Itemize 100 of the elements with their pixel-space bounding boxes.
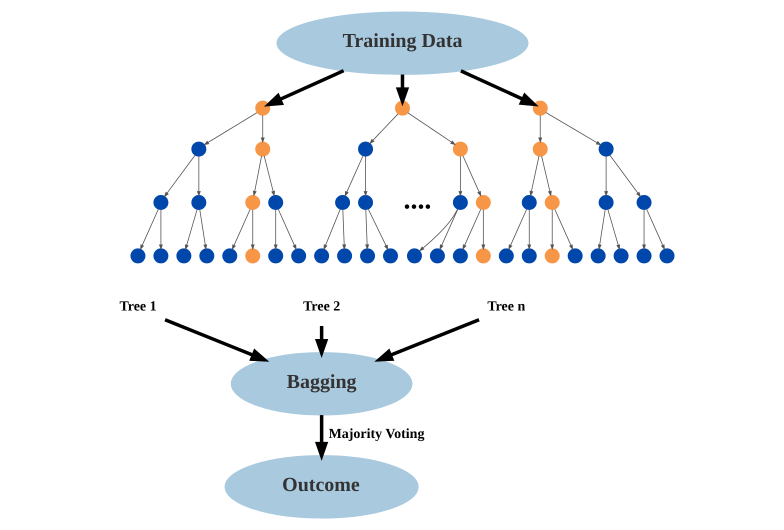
arrow <box>462 209 481 250</box>
arrow <box>277 209 296 250</box>
arrow <box>462 156 481 197</box>
arrow <box>263 69 344 107</box>
node-ellipse: Outcome <box>224 455 418 519</box>
node-circle <box>521 195 536 210</box>
node-circle <box>190 142 206 157</box>
node-circle <box>475 195 490 210</box>
node-circle <box>636 195 652 210</box>
node-circle <box>198 248 214 264</box>
arrow <box>198 209 207 250</box>
node-circle <box>452 195 468 210</box>
arrow <box>184 209 198 250</box>
arrow <box>529 156 539 197</box>
node-circle <box>152 195 168 210</box>
node-circle <box>406 248 422 264</box>
arrow <box>252 156 262 197</box>
node-circle <box>475 248 490 264</box>
arrow <box>164 318 269 362</box>
arrow <box>460 69 538 106</box>
node-circle <box>590 248 606 264</box>
node-circle <box>190 195 206 210</box>
arrow <box>364 209 369 250</box>
node-ellipse: Training Data <box>276 12 528 75</box>
arrow <box>406 112 456 146</box>
node-circle <box>452 248 468 264</box>
arrow <box>604 156 608 197</box>
node-circle <box>268 195 283 210</box>
arrow <box>609 154 641 198</box>
arrow <box>158 209 162 250</box>
label: .... <box>402 184 431 216</box>
node-circle <box>521 248 536 264</box>
node-circle <box>636 248 652 264</box>
arrow <box>314 326 328 358</box>
arrow <box>418 208 458 252</box>
arrow <box>374 318 480 362</box>
arrow <box>646 209 664 250</box>
node-circle <box>544 248 560 264</box>
arrow <box>342 209 346 250</box>
node-circle <box>268 248 283 264</box>
node-circle <box>659 248 674 264</box>
arrow <box>480 209 485 250</box>
node-circle <box>244 248 260 264</box>
arrow <box>544 112 602 146</box>
node-circle <box>358 142 373 157</box>
node-circle <box>598 195 614 210</box>
node-circle <box>130 248 145 264</box>
arrow <box>368 114 398 144</box>
node-circle <box>176 248 191 264</box>
arrow <box>314 415 328 461</box>
arrow <box>526 209 531 250</box>
arrow <box>642 209 646 250</box>
arrow <box>260 114 264 144</box>
arrow <box>363 156 367 197</box>
node-circle <box>613 248 628 264</box>
arrow <box>140 209 158 250</box>
node-circle <box>254 142 270 157</box>
node-circle <box>358 195 373 210</box>
arrow <box>458 156 462 197</box>
arrow <box>344 156 363 197</box>
arrow <box>554 209 573 250</box>
arrow <box>323 209 340 250</box>
node-circle <box>394 100 410 116</box>
node-circle <box>598 142 614 157</box>
arrow <box>203 112 257 146</box>
arrow <box>367 208 388 250</box>
node-circle <box>532 100 548 116</box>
node-circle <box>452 142 468 157</box>
node-circle <box>544 195 560 210</box>
arrow <box>540 156 552 197</box>
arrow <box>263 156 274 197</box>
node-circle <box>336 248 352 264</box>
node-circle <box>532 142 548 157</box>
node-circle <box>152 248 168 264</box>
arrow <box>163 154 195 198</box>
arrow <box>597 209 606 250</box>
node-circle <box>334 195 350 210</box>
node-text: Tree n <box>486 300 525 315</box>
node-circle <box>382 248 398 264</box>
node-circle <box>290 248 306 264</box>
arrow <box>250 209 254 250</box>
arrow <box>538 114 542 144</box>
node-circle <box>567 248 582 264</box>
node-circle <box>222 248 237 264</box>
node-circle <box>314 248 329 264</box>
arrow <box>606 209 620 250</box>
node-circle <box>360 248 375 264</box>
node-circle <box>254 100 270 116</box>
node-text: Tree 2 <box>302 300 340 315</box>
node-circle <box>429 248 444 264</box>
node-ellipse: Bagging <box>230 352 412 416</box>
arrow <box>273 209 278 250</box>
arrow <box>439 209 458 250</box>
arrow <box>395 74 409 106</box>
node-text: Tree 1 <box>118 300 156 315</box>
arrow <box>508 209 527 250</box>
arrow <box>196 156 200 197</box>
arrow <box>550 209 554 250</box>
arrow <box>231 209 250 250</box>
node-circle <box>244 195 260 210</box>
